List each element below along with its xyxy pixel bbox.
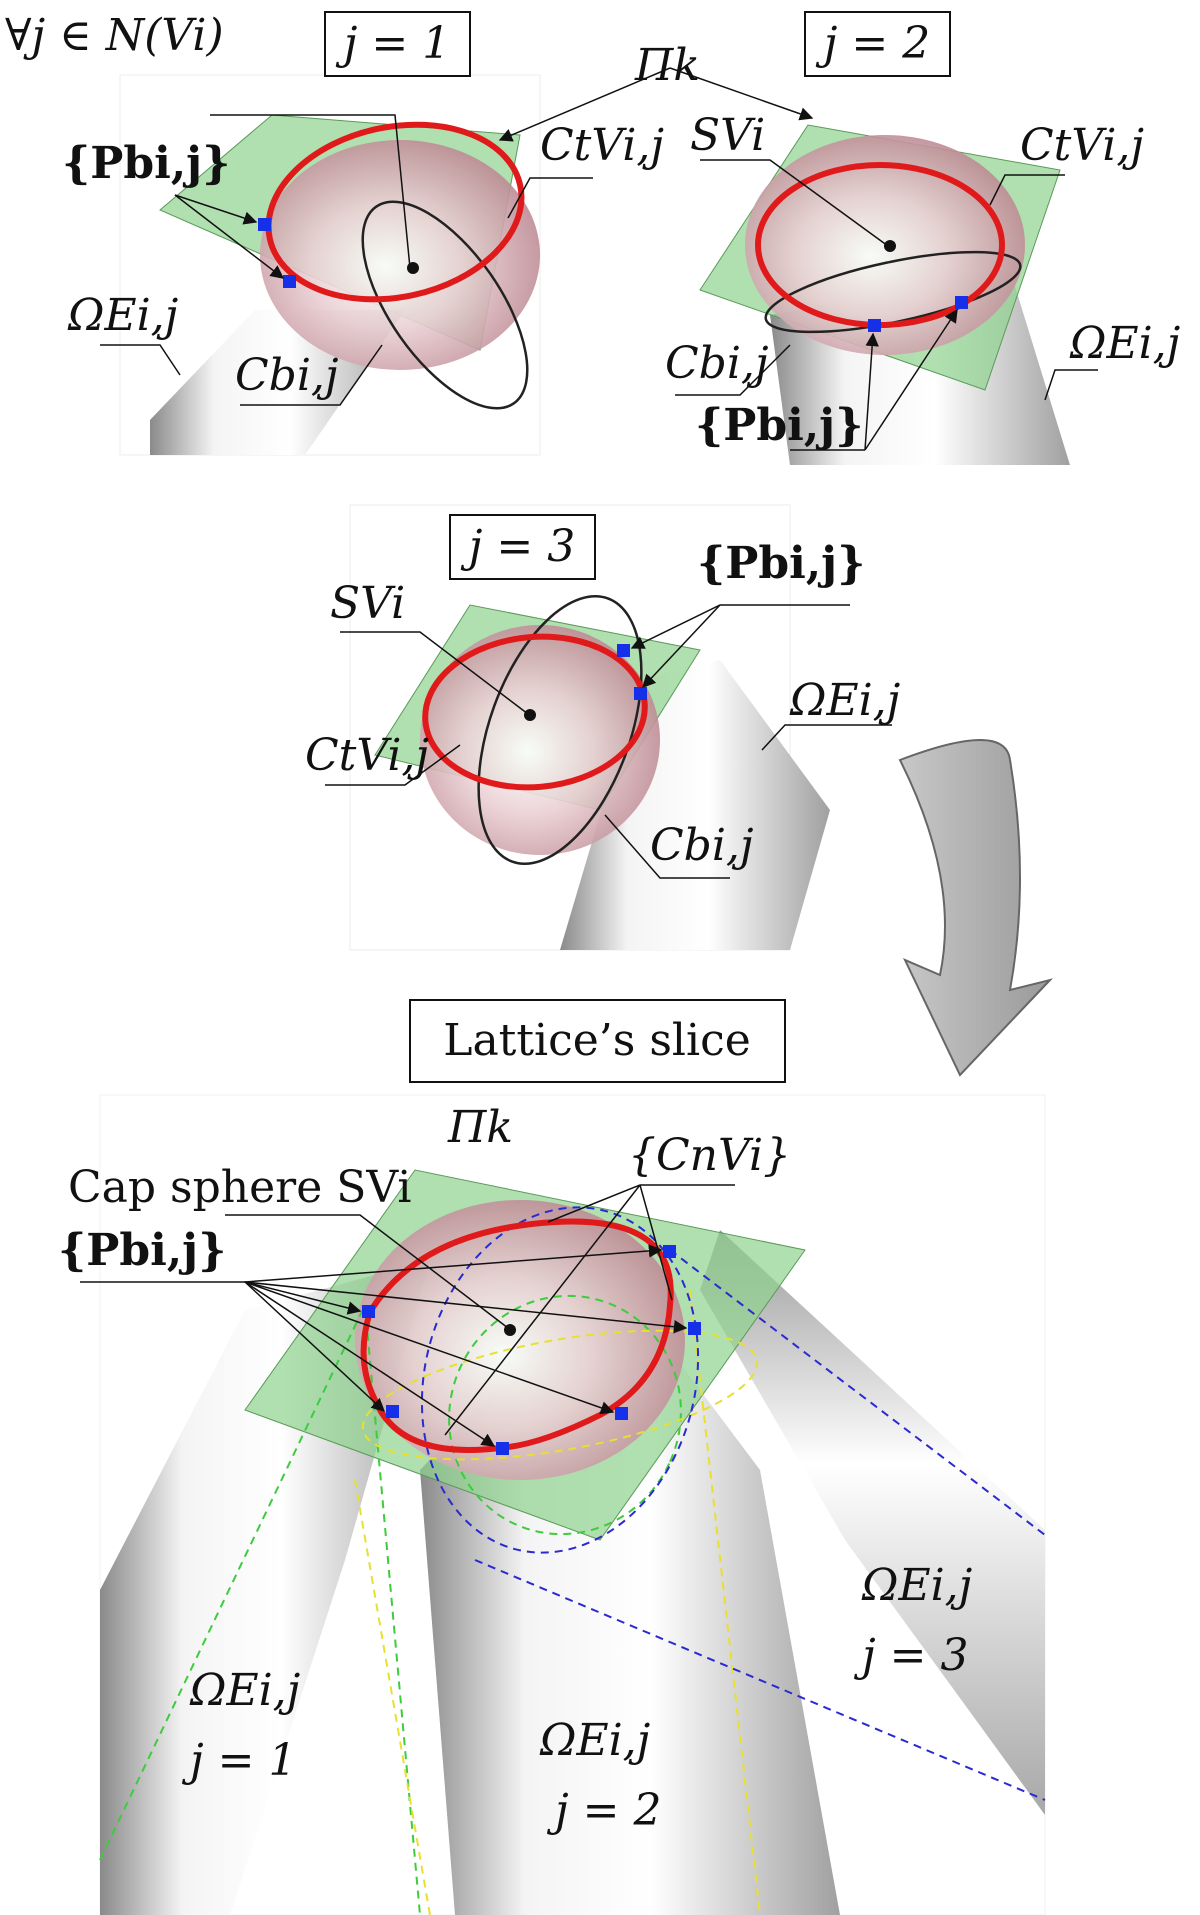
beam-slice-label-j1: ΩEi,j: [189, 1665, 300, 1716]
leader-top-curve-j3: [325, 744, 461, 786]
leader-beam-j1: [100, 344, 181, 376]
beam-slice-j3: [700, 1230, 1045, 1815]
down-arrow: [898, 739, 1054, 1077]
sphere-label-j2: SVi: [690, 110, 765, 161]
panel-j2: j = 2 SVi CtVi,j Cbi,j ΩEi,j {Pbi,j}: [665, 11, 1180, 465]
leader-points-j3b: [642, 604, 721, 688]
leader-top-curve-j2: [989, 174, 1065, 206]
leader-points-j1a: [174, 194, 258, 225]
dashed-circle-j2: [361, 1329, 759, 1461]
curves-label-slice: {CnVi}: [628, 1130, 791, 1181]
point-marker-j2a: [868, 319, 881, 332]
sphere-center-j3: [524, 709, 536, 721]
leader-bottom-curve-j1: [240, 344, 383, 406]
bottom-curve-label-j3: Cbi,j: [650, 820, 754, 871]
box-lattice-slice-text: Lattice’s slice: [443, 1015, 751, 1066]
top-curve-label-j2: CtVi,j: [1020, 120, 1144, 171]
point-marker-j3b: [634, 687, 647, 700]
leader-points-j3a: [630, 604, 850, 649]
plane-label-slice: Πk: [447, 1102, 513, 1153]
sphere-center-j2: [884, 240, 896, 252]
lattice-slice-panel: Lattice’s slice Πk {CnVi} Cap sphere SVi…: [58, 999, 1046, 1915]
sphere-center-j1: [407, 262, 419, 274]
plane-label-top: Πk: [634, 40, 700, 91]
point-marker-j1b: [283, 275, 296, 288]
leader-points-j1b: [174, 194, 285, 279]
panel-j1: j = 1 {Pbi,j} CtVi,j Cbi,j ΩEi,j: [62, 11, 664, 456]
panel-j3: j = 3 SVi {Pbi,j} ΩEi,j CtVi,j Cbi,j: [305, 504, 900, 951]
leader-beam-j2: [1044, 369, 1098, 401]
leader-points-slice-6: [244, 1281, 688, 1334]
points-label-j2: {Pbi,j}: [695, 400, 863, 451]
leader-curves-1: [547, 1184, 641, 1223]
beam-slice-label-j2: ΩEi,j: [539, 1715, 650, 1766]
cap-sphere-label: Cap sphere SVi: [68, 1162, 411, 1213]
leader-bottom-curve-j2: [675, 344, 791, 396]
leader-points-j2a: [864, 332, 879, 451]
points-label-slice: {Pbi,j}: [58, 1225, 226, 1276]
beam-slice-label-j3-index: j = 3: [853, 1630, 968, 1681]
point-marker-s4: [615, 1407, 628, 1420]
box-j2-text: j = 2: [815, 18, 930, 69]
point-marker-s6: [688, 1322, 701, 1335]
leader-beam-j3: [761, 724, 892, 751]
box-j3: [449, 514, 596, 580]
box-j3-text: j = 3: [460, 521, 575, 572]
point-marker-j1a: [258, 218, 271, 231]
cap-curve-j1: [265, 121, 525, 303]
leader-points-slice-3: [244, 1281, 496, 1447]
dashed-outline-j3: [474, 1249, 1046, 1801]
beam-slice-label-j3: ΩEi,j: [861, 1560, 972, 1611]
leader-points-slice-2: [244, 1281, 385, 1412]
leader-points-slice-1: [244, 1281, 362, 1315]
top-curve-label-j3: CtVi,j: [305, 730, 429, 781]
leader-cap-sphere: [225, 1214, 509, 1329]
point-marker-s5: [663, 1245, 676, 1258]
box-j2: [804, 11, 951, 77]
slice-frame: [99, 1094, 1046, 1915]
top-curve-label-j1: CtVi,j: [540, 120, 664, 171]
beam-slice-label-j2-index: j = 2: [546, 1785, 661, 1836]
sphere-label-j3: SVi: [330, 578, 405, 629]
leader-points-slice-5: [244, 1244, 663, 1283]
leader-center-j3: [340, 631, 529, 715]
leader-plane-j1: [498, 67, 671, 142]
point-marker-s2: [386, 1405, 399, 1418]
bottom-curve-label-j1: Cbi,j: [235, 350, 339, 401]
bottom-curve-j1: [361, 200, 529, 410]
point-marker-j3a: [617, 644, 630, 657]
bottom-curve-label-j2: Cbi,j: [665, 338, 769, 389]
leader-points-slice-4: [244, 1281, 615, 1415]
leader-curves-2: [444, 1184, 641, 1436]
leader-top-curve-j1: [507, 177, 593, 219]
quantifier-label: ∀j ∈ N(Vi): [5, 10, 224, 61]
leader-plane-j2: [669, 67, 814, 121]
box-j1-text: j = 1: [335, 18, 450, 69]
cap-curves: [360, 1218, 674, 1453]
dashed-circle-j1: [448, 1294, 682, 1536]
dashed-outline-j2: [354, 1289, 761, 1915]
leader-bottom-curve-j3: [604, 814, 730, 879]
dashed-circle-j3: [420, 1206, 700, 1554]
box-lattice-slice: [409, 999, 786, 1083]
beam-label-j1: ΩEi,j: [67, 290, 178, 341]
leader-points-j2b: [864, 308, 958, 451]
box-j1: [324, 11, 471, 77]
point-marker-s3: [496, 1442, 509, 1455]
sphere-j1: [260, 140, 540, 370]
beam-label-j2: ΩEi,j: [1069, 318, 1180, 369]
points-label-j3: {Pbi,j}: [697, 538, 865, 589]
beam-slice-label-j1-index: j = 1: [181, 1735, 296, 1786]
cap-curve-j3: [422, 633, 648, 791]
points-label-j1: {Pbi,j}: [62, 138, 230, 189]
leader-curves-3: [639, 1184, 673, 1301]
point-marker-j2b: [955, 296, 968, 309]
leader-center-j2: [700, 159, 889, 247]
point-marker-s1: [362, 1305, 375, 1318]
leader-center-j1: [210, 114, 411, 269]
beam-label-j3: ΩEi,j: [789, 675, 900, 726]
